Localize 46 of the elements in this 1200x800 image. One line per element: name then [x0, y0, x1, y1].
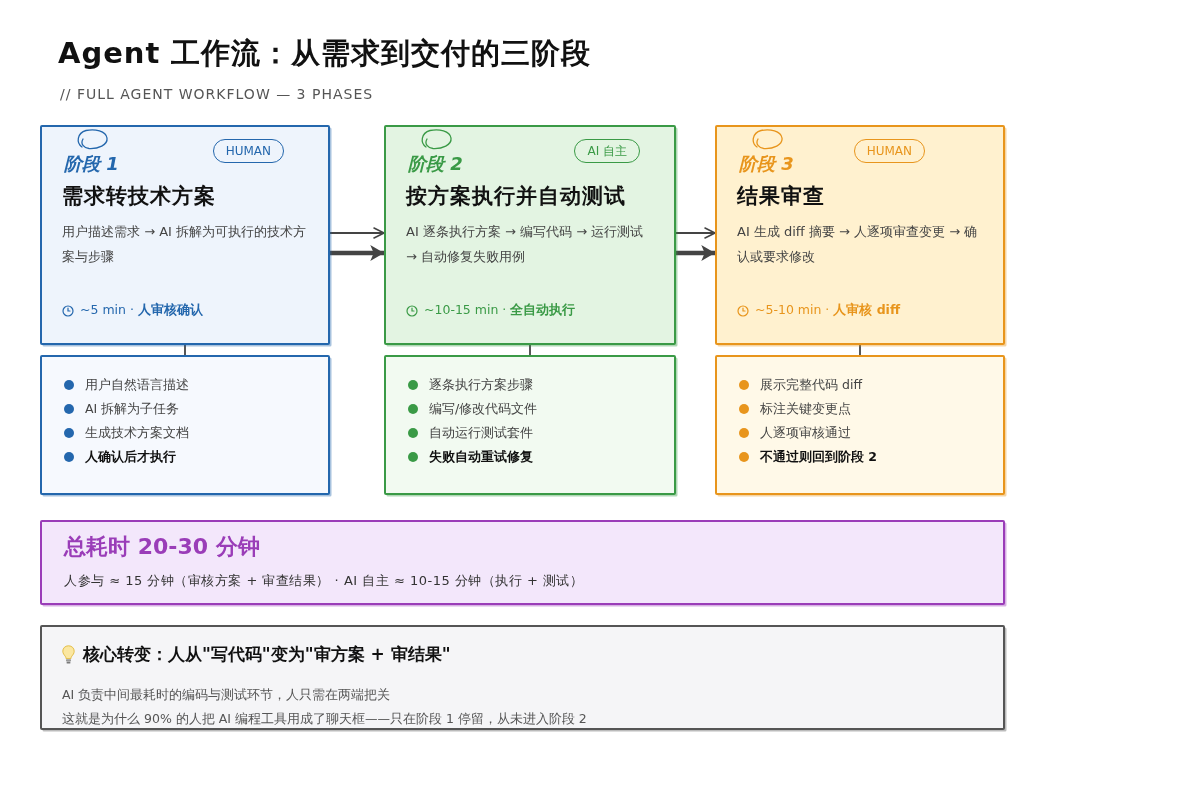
insight-text: 这就是为什么 90% 的人把 AI 编程工具用成了聊天框——只在阶段 1 停留，从未进入阶段 2	[62, 710, 588, 728]
list-item-text: 人逐项审核通过	[760, 424, 851, 442]
insight-text: AI 负责中间最耗时的编码与测试环节，人只需在两端把关	[62, 686, 392, 704]
subtitle: // FULL AGENT WORKFLOW — 3 PHASES	[60, 86, 374, 102]
list-item-text: AI 拆解为子任务	[85, 400, 180, 418]
summary-text: 人参与 ≈ 15 分钟（审核方案 + 审查结果） · AI 自主 ≈ 10-15 分钟（执行 + 测试）	[64, 572, 584, 590]
phase-description: 用户描述需求 → AI 拆解为可执行的技术方案与步骤	[62, 223, 308, 266]
phase-card	[715, 125, 1005, 345]
phase-title: 按方案执行并自动测试	[406, 183, 627, 210]
phase-title: 结果审查	[737, 183, 826, 210]
details-card	[40, 355, 330, 495]
list-item-text: 逐条执行方案步骤	[429, 376, 533, 394]
connector-line	[184, 344, 186, 356]
connector-line	[529, 344, 531, 356]
arrow	[675, 227, 716, 239]
connector-line	[859, 344, 861, 356]
phase-card	[384, 125, 676, 345]
details-card	[715, 355, 1005, 495]
list-item-text: 人确认后才执行	[85, 448, 176, 466]
duration-note: ~10-15 min · 全自动执行	[424, 302, 576, 319]
list-item-text: 编写/修改代码文件	[429, 400, 538, 418]
phase-label: 阶段 1	[64, 152, 119, 176]
details-card	[384, 355, 676, 495]
list-item-text: 用户自然语言描述	[85, 376, 189, 394]
phase-label: 阶段 2	[408, 152, 463, 176]
list-item-text: 生成技术方案文档	[85, 424, 189, 442]
arrow	[329, 227, 385, 239]
list-item-text: 标注关键变更点	[760, 400, 851, 418]
list-item-text: 不通过则回到阶段 2	[760, 448, 878, 466]
summary-heading: 总耗时 20-30 分钟	[64, 533, 260, 561]
duration-note: ~5-10 min · 人审核 diff	[755, 302, 901, 319]
insight-heading: 核心转变：人从"写代码"变为"审方案 + 审结果"	[83, 643, 451, 666]
phase-description: AI 逐条执行方案 → 编写代码 → 运行测试 → 自动修复失败用例	[406, 223, 645, 266]
phase-title: 需求转技术方案	[62, 183, 217, 210]
phase-label: 阶段 3	[739, 152, 794, 176]
list-item-text: 展示完整代码 diff	[760, 376, 862, 394]
list-item-text: 自动运行测试套件	[429, 424, 533, 442]
phase-description: AI 生成 diff 摘要 → 人逐项审查变更 → 确认或要求修改	[737, 223, 979, 266]
phase-card	[40, 125, 330, 345]
summary-panel	[40, 520, 1005, 605]
duration-note: ~5 min · 人审核确认	[80, 302, 203, 319]
arrow	[676, 245, 715, 261]
diagram-title: Agent 工作流：从需求到交付的三阶段	[58, 36, 592, 71]
list-item-text: 失败自动重试修复	[429, 448, 533, 466]
arrow	[330, 245, 384, 261]
insight-panel	[40, 625, 1005, 730]
